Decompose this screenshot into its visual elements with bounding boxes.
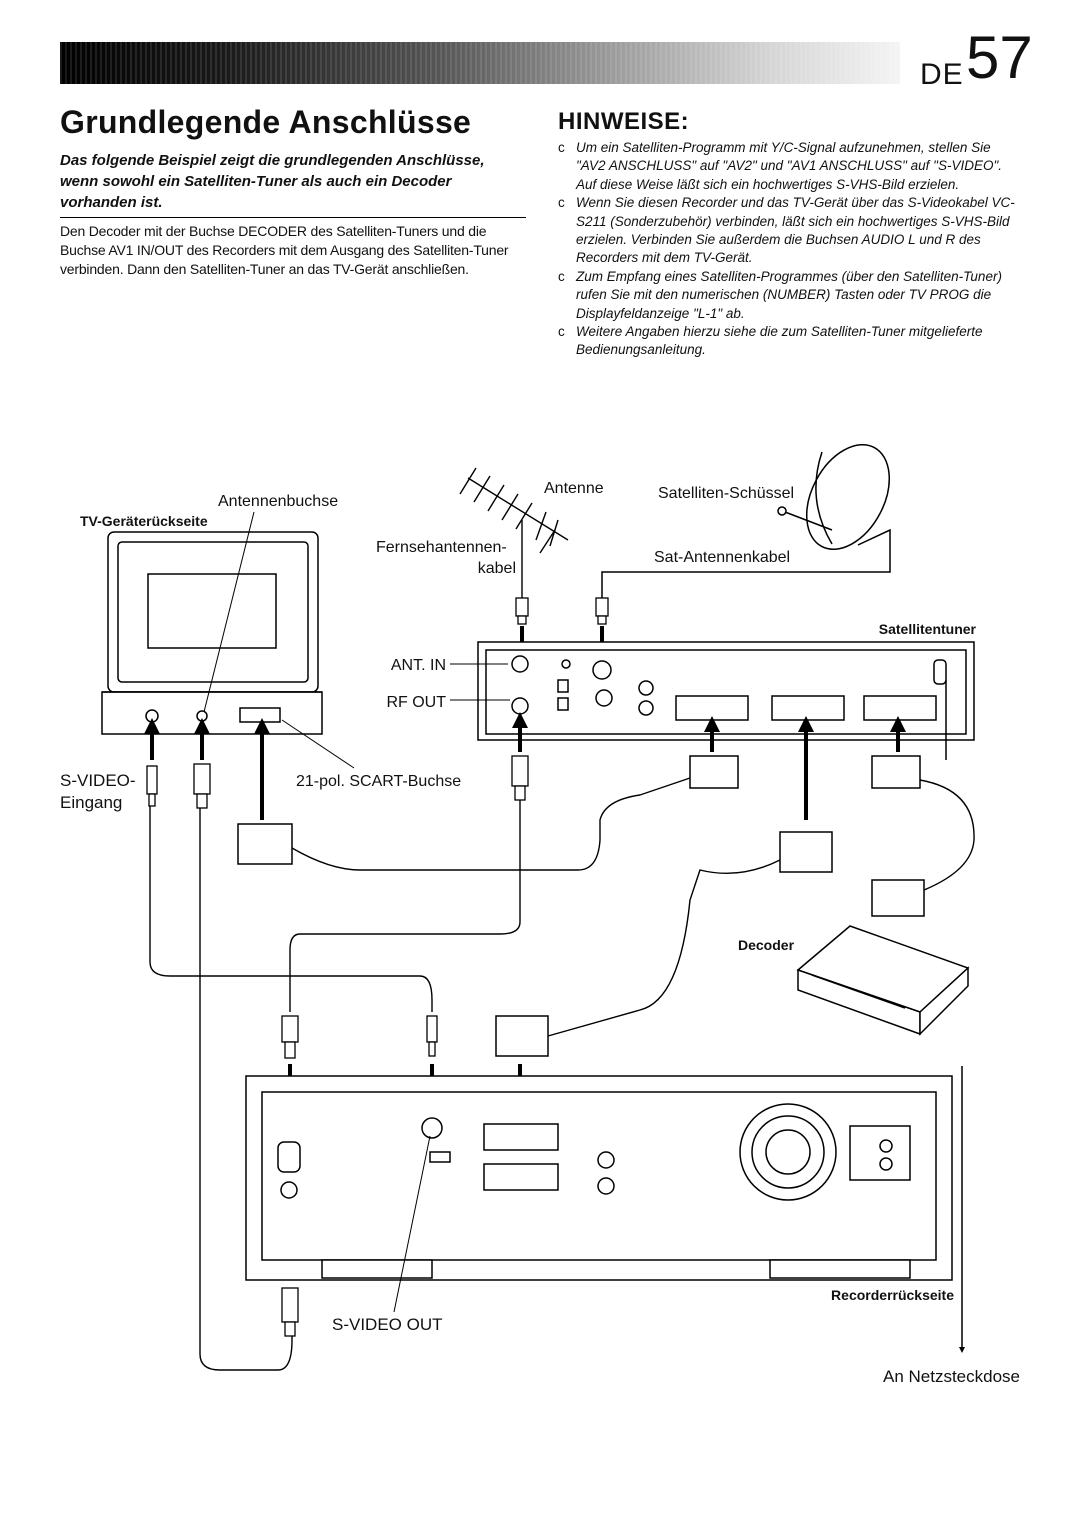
note-item: c Weitere Angaben hierzu siehe die zum Sa… [558,323,1018,360]
rf-plug-icon [281,1287,299,1337]
decoder-box [796,925,970,1036]
header-gradient-bar [60,42,900,84]
recorder-rear-panel [245,1075,953,1281]
label-tv-rear: TV-Geräterückseite [80,513,208,529]
satellite-dish-icon [601,443,891,598]
tv-rear-panel [101,531,323,735]
page-title: Grundlegende Anschlüsse [60,104,472,140]
svideo-plug-icon [426,1015,438,1057]
label-svideo-in-line1: S-VIDEO- [60,771,136,790]
note-item: c Wenn Sie diesen Recorder und das TV-Ger… [558,194,1018,268]
label-antenna-socket: Antennenbuchse [218,493,338,510]
label-antenna: Antenne [544,480,604,497]
note-text: Um ein Satelliten-Programm mit Y/C-Signa… [576,140,1003,192]
svideo-plug-icon [146,765,158,807]
note-bullet: c [558,140,565,155]
note-text: Zum Empfang eines Satelliten-Programmes … [576,268,1002,321]
note-item: c Um ein Satelliten-Programm mit Y/C-Sign… [558,139,1018,194]
satellite-tuner-panel [477,641,975,760]
label-antenna-cable-line2: kabel [478,560,516,577]
note-bullet: c [558,195,565,211]
label-satellite-dish: Satelliten-Schüssel [658,485,794,502]
label-svideo-in-line2: Eingang [60,793,122,812]
antenna-plug-icon [515,597,529,625]
label-svideo-out: S-VIDEO OUT [332,1315,443,1334]
rf-plug-icon [281,1015,299,1059]
note-bullet: c [558,324,565,340]
label-antenna-cable-line1: Fernsehantennen- [376,539,507,556]
rf-plug-icon [193,763,211,809]
label-sat-tuner: Satellitentuner [879,621,977,637]
antenna-icon [459,467,569,598]
note-text: Weitere Angaben hierzu siehe die zum Sat… [576,324,983,358]
leader-scart [281,719,355,769]
note-bullet: c [558,268,565,284]
label-scart: 21-pol. SCART-Buchse [296,773,461,790]
sat-plug-icon [595,597,609,625]
leader-svideo-out [393,1135,431,1313]
intro-text: Den Decoder mit der Buchse DECODER des S… [60,223,509,277]
label-sat-cable: Sat-Antennenkabel [654,549,790,566]
note-text: Wenn Sie diesen Recorder und das TV-Gerä… [576,195,1015,266]
label-mains: An Netzsteckdose [883,1367,1020,1386]
label-decoder: Decoder [738,937,795,953]
notes-list: c Um ein Satelliten-Programm mit Y/C-Sign… [558,139,1018,360]
label-recorder-rear: Recorderrückseite [831,1287,954,1303]
intro-bold-text: Das folgende Beispiel zeigt die grundleg… [60,150,526,218]
scart-plug-icon [237,755,925,1057]
page-language: DE [920,58,964,91]
label-ant-in: ANT. IN [391,657,446,674]
notes-title: HINWEISE: [558,108,690,135]
label-rf-out: RF OUT [386,694,446,711]
note-item: c Zum Empfang eines Satelliten-Programmes… [558,268,1018,323]
rf-plug-icon [511,755,529,801]
cables [149,777,975,1371]
page-number: 57 [966,24,1033,91]
